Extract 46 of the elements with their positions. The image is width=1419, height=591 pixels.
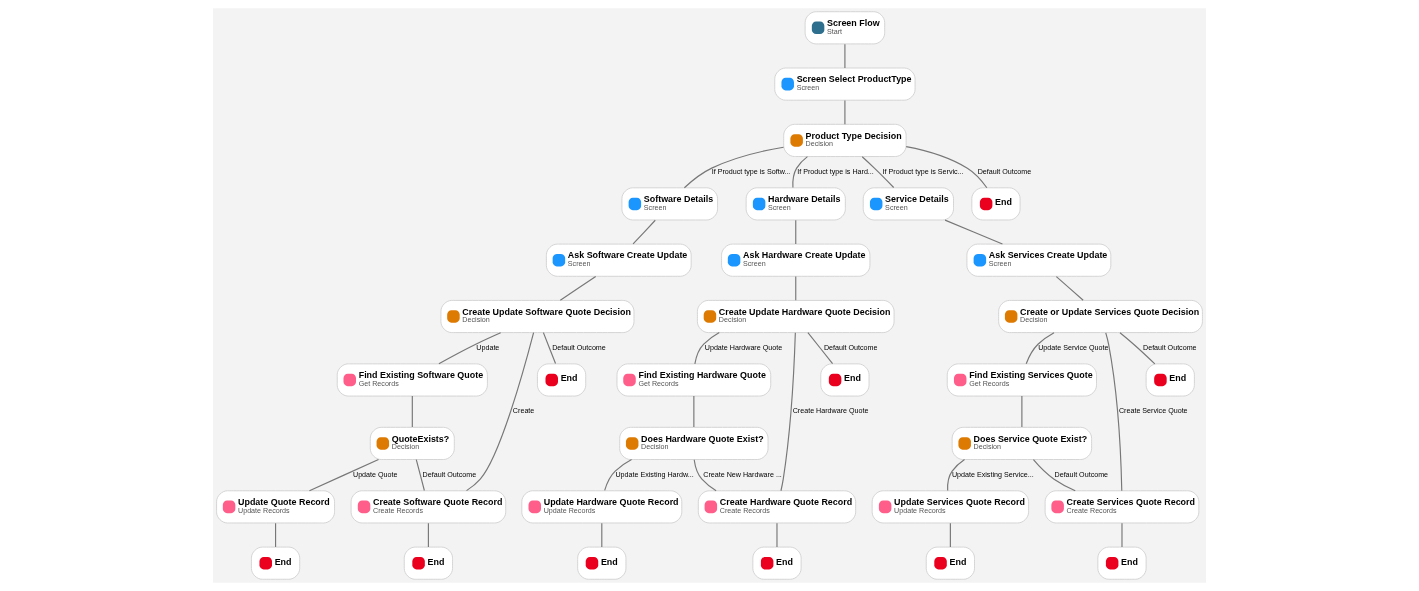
connector xyxy=(427,522,429,548)
connector xyxy=(861,156,895,189)
node-box: End xyxy=(925,546,975,580)
connector xyxy=(1021,395,1023,428)
connector xyxy=(275,522,277,548)
connector xyxy=(780,332,796,492)
connector xyxy=(465,332,535,492)
node-box: End xyxy=(1145,363,1195,397)
connector xyxy=(949,522,951,548)
connector xyxy=(844,43,846,69)
node-box: End xyxy=(577,546,627,580)
connector xyxy=(1055,276,1084,301)
connector xyxy=(1032,459,1076,492)
connector xyxy=(415,459,425,492)
connector xyxy=(944,219,1004,245)
connector xyxy=(905,146,988,189)
connector xyxy=(792,156,808,189)
connector xyxy=(542,332,557,365)
connector xyxy=(776,522,778,548)
connector xyxy=(795,219,797,245)
node-box: End xyxy=(820,363,870,397)
connector xyxy=(1119,332,1156,365)
connector xyxy=(438,332,502,365)
connector xyxy=(411,395,413,428)
connector xyxy=(1121,522,1123,548)
connector xyxy=(694,332,720,365)
node-box: End xyxy=(403,546,453,580)
node-box: End xyxy=(971,187,1021,221)
connector xyxy=(308,459,380,492)
connector xyxy=(1105,332,1123,492)
connector xyxy=(604,459,633,491)
connector xyxy=(844,99,846,125)
node-box: End xyxy=(251,546,301,580)
connector xyxy=(683,146,785,189)
node-box: End xyxy=(1097,546,1147,580)
connector xyxy=(947,458,966,492)
connector xyxy=(795,276,797,301)
connector xyxy=(559,276,597,301)
node-box: End xyxy=(537,363,587,397)
node-box: End xyxy=(752,546,802,580)
connector xyxy=(1025,332,1055,365)
connector xyxy=(601,522,603,548)
connector xyxy=(807,332,834,365)
connector xyxy=(632,219,656,245)
connector xyxy=(693,395,695,428)
connector xyxy=(693,459,717,492)
